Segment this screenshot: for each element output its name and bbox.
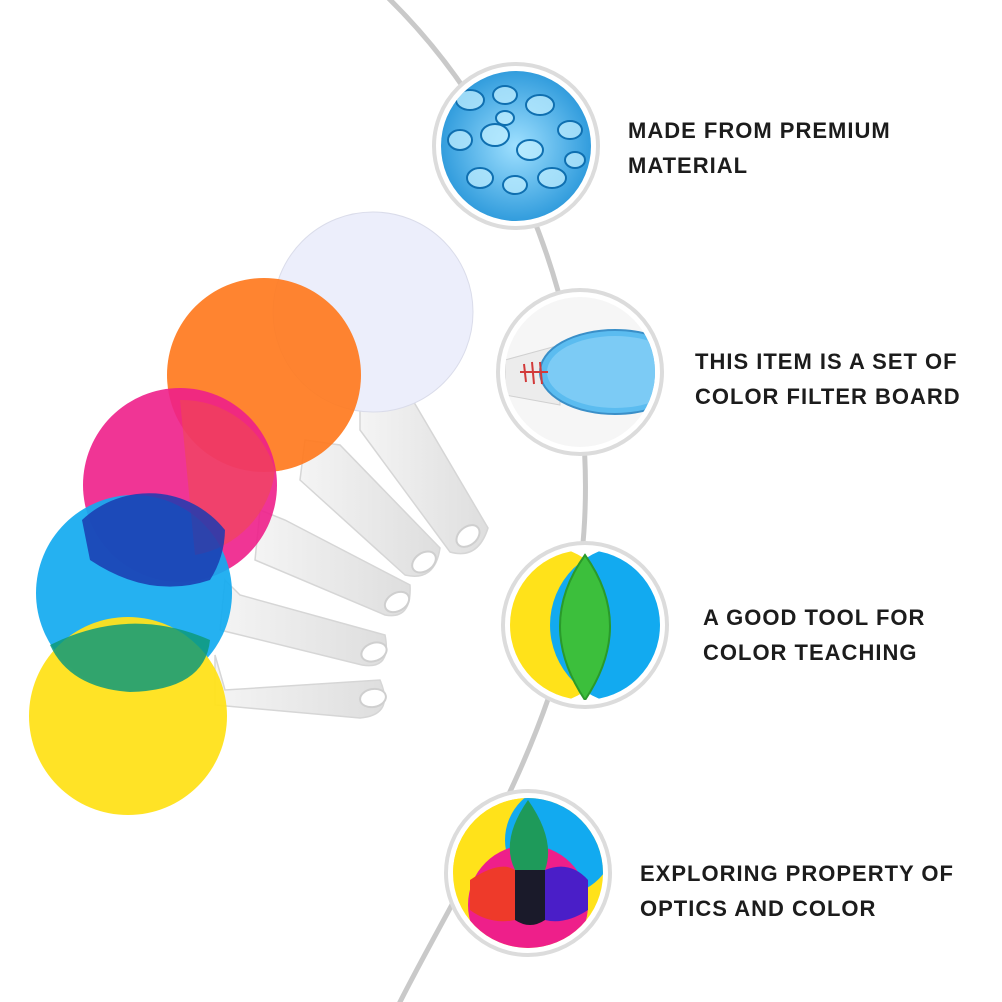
- feature-circle-filter-board: [496, 288, 664, 456]
- feature-line: EXPLORING PROPERTY OF: [640, 861, 954, 886]
- handle-hole: [360, 641, 388, 663]
- feature-line: COLOR TEACHING: [703, 640, 918, 665]
- plastic-pellets-icon: [441, 71, 591, 221]
- overlap-magenta-blue: [82, 493, 225, 587]
- paddle-handle: [359, 369, 489, 555]
- handle-hole: [383, 590, 411, 614]
- paddle-handle: [219, 578, 387, 667]
- feature-circle-teaching: [501, 541, 669, 709]
- feature-text-optics: EXPLORING PROPERTY OF OPTICS AND COLOR: [640, 856, 954, 926]
- handle-hole: [359, 687, 387, 709]
- color-mixing-venn-icon: [453, 798, 603, 948]
- feature-line: A GOOD TOOL FOR: [703, 605, 926, 630]
- paddle-handle: [214, 654, 386, 719]
- feature-line: THIS ITEM IS A SET OF: [695, 349, 958, 374]
- feature-line: MATERIAL: [628, 153, 749, 178]
- paddle-handle: [254, 508, 411, 617]
- feature-text-teaching: A GOOD TOOL FOR COLOR TEACHING: [703, 600, 925, 670]
- handle-hole: [455, 524, 481, 548]
- feature-circle-optics: [444, 789, 612, 957]
- paddle-handles: [214, 369, 489, 719]
- paddle-handle: [299, 439, 441, 577]
- feature-text-filter-board: THIS ITEM IS A SET OF COLOR FILTER BOARD: [695, 344, 961, 414]
- feature-circle-material: [432, 62, 600, 230]
- handle-holes: [359, 524, 481, 709]
- feature-line: MADE FROM PREMIUM: [628, 118, 891, 143]
- handle-hole: [411, 550, 437, 574]
- overlap-blue-yellow: [50, 623, 210, 692]
- feature-line: OPTICS AND COLOR: [640, 896, 877, 921]
- feature-text-material: MADE FROM PREMIUM MATERIAL: [628, 113, 891, 183]
- feature-line: COLOR FILTER BOARD: [695, 384, 961, 409]
- filter-paddles: [29, 211, 489, 815]
- overlapping-filters-icon: [510, 550, 660, 700]
